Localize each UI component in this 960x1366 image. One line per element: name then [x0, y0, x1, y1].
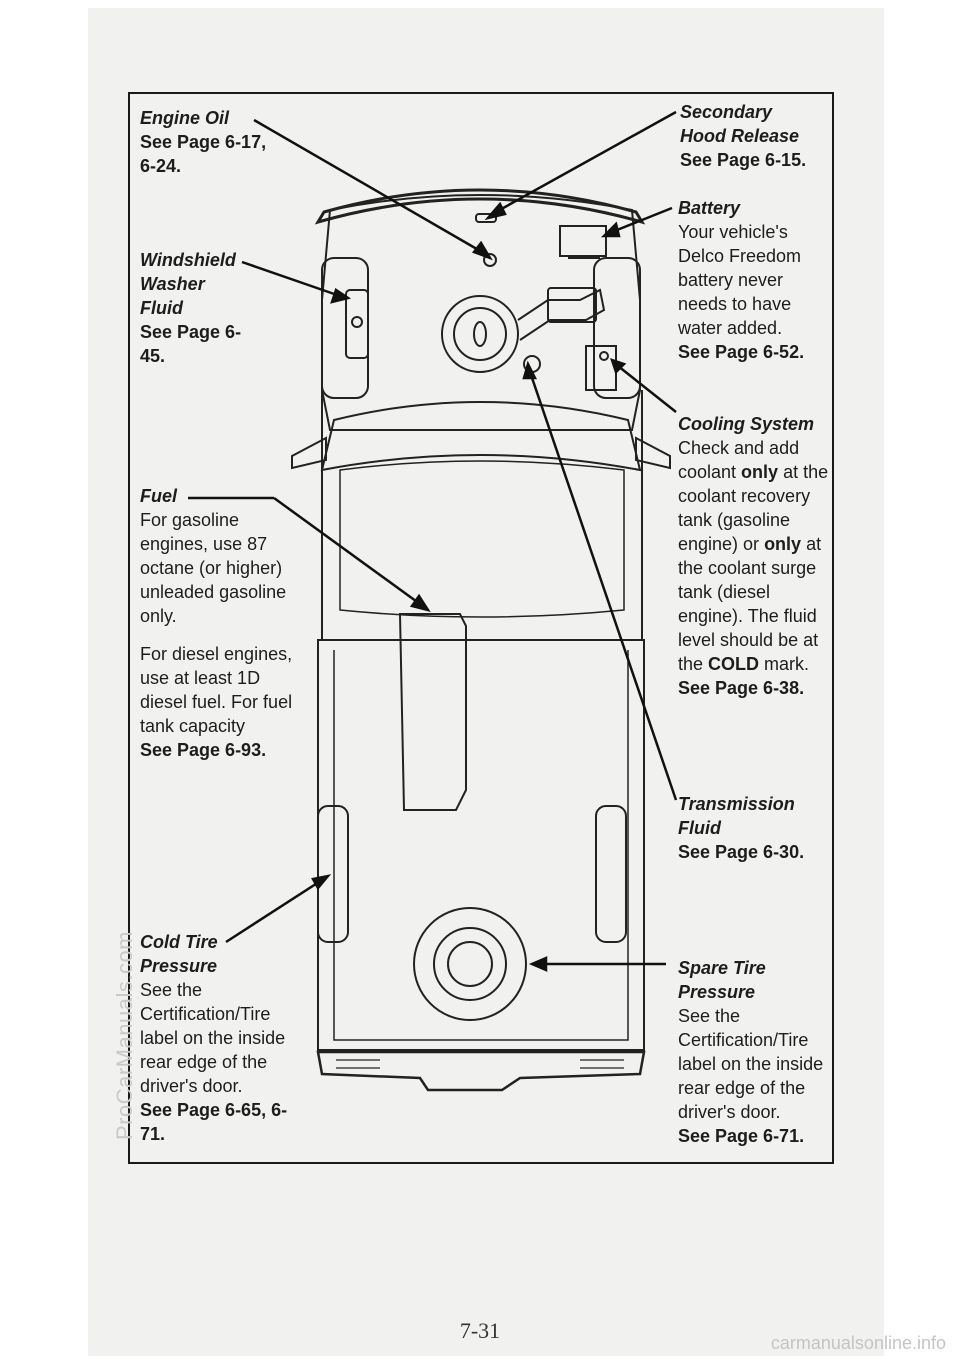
spare-tire-title: Spare Tire Pressure	[678, 958, 766, 1002]
diagram-frame	[128, 92, 834, 1164]
right-rear-wheel	[595, 805, 627, 943]
left-rear-wheel	[317, 805, 349, 943]
page-number: 7-31	[459, 1318, 501, 1343]
fuel-tank	[398, 613, 467, 811]
fuel-text-gasoline: For gasoline engines, use 87 octane (or …	[140, 510, 287, 626]
cooling-text: Check and add coolant only at the coolan…	[678, 436, 830, 676]
cooling-text-2: at the coolant recovery tank (gasoline e…	[678, 462, 829, 554]
fuel-ref: See Page 6-93.	[140, 740, 267, 760]
corner-watermark: carmanualsonline.info	[770, 1333, 946, 1353]
leader-transmission	[528, 371, 678, 801]
windshield-ref: See Page 6-45.	[140, 322, 242, 366]
cooling-ref: See Page 6-38.	[678, 678, 805, 698]
leader-secondary-hood	[495, 110, 677, 214]
battery-title: Battery	[678, 198, 741, 218]
cooling-bold-1: only	[741, 462, 779, 482]
washer-reservoir	[345, 289, 369, 359]
left-mirror	[291, 436, 327, 470]
leader-cooling	[617, 365, 677, 413]
manual-page	[88, 8, 884, 1356]
leader-cold-tire	[225, 878, 323, 944]
secondary-hood-label: Secondary Hood Release See Page 6-15.	[680, 100, 820, 172]
spare-tire-label: Spare Tire Pressure See the Certificatio…	[678, 956, 832, 1148]
windshield-title: Windshield Washer Fluid	[140, 250, 236, 318]
cooling-text-3: at the coolant surge tank (diesel engine…	[678, 534, 822, 674]
side-watermark: ProCarManuals.com	[112, 930, 137, 1140]
cooling-text-4: mark.	[759, 654, 810, 674]
cooling-label: Cooling System Check and add coolant onl…	[678, 412, 830, 700]
engine-oil-cap	[483, 253, 497, 267]
rear-bumper	[316, 1050, 646, 1092]
engine-oil-title: Engine Oil	[140, 108, 230, 128]
right-front-wheel	[593, 257, 641, 399]
vehicle-cab-outline	[321, 390, 643, 641]
vehicle-hood-outline	[321, 194, 641, 431]
windshield-label: Windshield Washer Fluid See Page 6-45.	[140, 248, 250, 368]
air-cleaner	[441, 295, 519, 373]
leader-windshield	[241, 260, 341, 298]
leader-battery	[611, 206, 673, 234]
cold-tire-text: See the Certification/Tire label on the …	[140, 980, 286, 1096]
intake-duct	[517, 288, 606, 341]
fuel-text-diesel: For diesel engines, use at least 1D dies…	[140, 644, 293, 736]
cold-tire-title: Cold Tire Pressure	[140, 932, 218, 976]
secondary-hood-ref: See Page 6-15.	[680, 150, 807, 170]
cooling-bold-2: only	[764, 534, 802, 554]
cab-roof-outline	[339, 460, 625, 618]
leader-engine-oil	[253, 118, 483, 254]
windshield-line	[320, 401, 642, 472]
secondary-hood-latch	[475, 213, 497, 223]
right-mirror	[635, 436, 671, 470]
cold-tire-ref: See Page 6-65, 6-71.	[140, 1100, 288, 1144]
transmission-title: Transmission Fluid	[678, 794, 795, 838]
leader-fuel	[273, 496, 421, 606]
battery-text: Your vehicle's Delco Freedom battery nev…	[678, 222, 802, 338]
cooling-title: Cooling System	[678, 414, 815, 434]
battery-box	[559, 225, 607, 257]
engine-oil-ref: See Page 6-17, 6-24.	[140, 132, 267, 176]
secondary-hood-title: Secondary Hood Release	[680, 102, 800, 146]
cooling-bold-3: COLD	[708, 654, 760, 674]
spare-tire	[413, 907, 527, 1021]
transmission-ref: See Page 6-30.	[678, 842, 805, 862]
engine-oil-label: Engine Oil See Page 6-17, 6-24.	[140, 106, 270, 178]
fuel-title: Fuel	[140, 486, 178, 506]
vehicle-bumper-front	[314, 188, 646, 225]
cooling-text-1: Check and add coolant	[678, 438, 800, 482]
cold-tire-label: Cold Tire Pressure See the Certification…	[140, 930, 290, 1146]
spare-tire-text: See the Certification/Tire label on the …	[678, 1006, 824, 1122]
battery-ref: See Page 6-52.	[678, 342, 805, 362]
battery-label: Battery Your vehicle's Delco Freedom bat…	[678, 196, 828, 364]
fuel-label: Fuel For gasoline engines, use 87 octane…	[140, 484, 300, 762]
transmission-label: Transmission Fluid See Page 6-30.	[678, 792, 808, 864]
spare-tire-ref: See Page 6-71.	[678, 1126, 805, 1146]
inner-bed-line	[333, 650, 629, 1041]
